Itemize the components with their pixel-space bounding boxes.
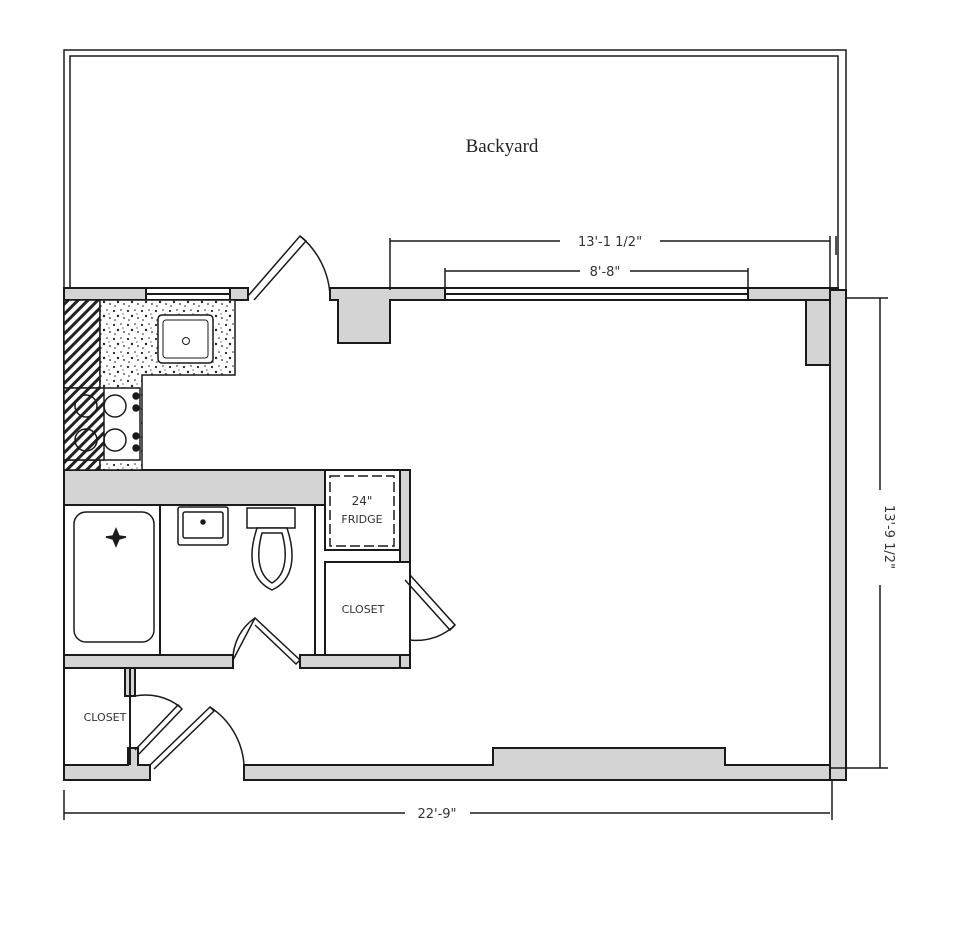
kitchen-sink <box>157 314 214 364</box>
closet-hall-label: CLOSET <box>342 603 385 616</box>
dim-top-outer: 13'-1 1/2" <box>578 235 642 250</box>
fridge-label: FRIDGE <box>341 513 382 526</box>
backyard <box>63 49 847 290</box>
kitchen <box>63 299 236 471</box>
dim-bottom-width: 22'-9" <box>417 807 456 822</box>
drain-icon <box>105 527 127 548</box>
dimension-lines <box>63 236 888 820</box>
dim-right-height: 13'-9 1/2" <box>881 505 896 569</box>
doors <box>134 234 457 770</box>
fridge <box>329 475 395 547</box>
bathtub <box>73 511 155 643</box>
toilet-tank <box>246 507 296 529</box>
closet-entry-label: CLOSET <box>84 711 127 724</box>
fridge-size: 24" <box>352 494 373 508</box>
dim-top-window: 8'-8" <box>590 265 621 280</box>
bathroom <box>73 506 296 643</box>
walls <box>63 287 847 781</box>
interior-lines <box>63 287 749 780</box>
backyard-label: Backyard <box>466 136 539 157</box>
stove <box>63 387 141 461</box>
